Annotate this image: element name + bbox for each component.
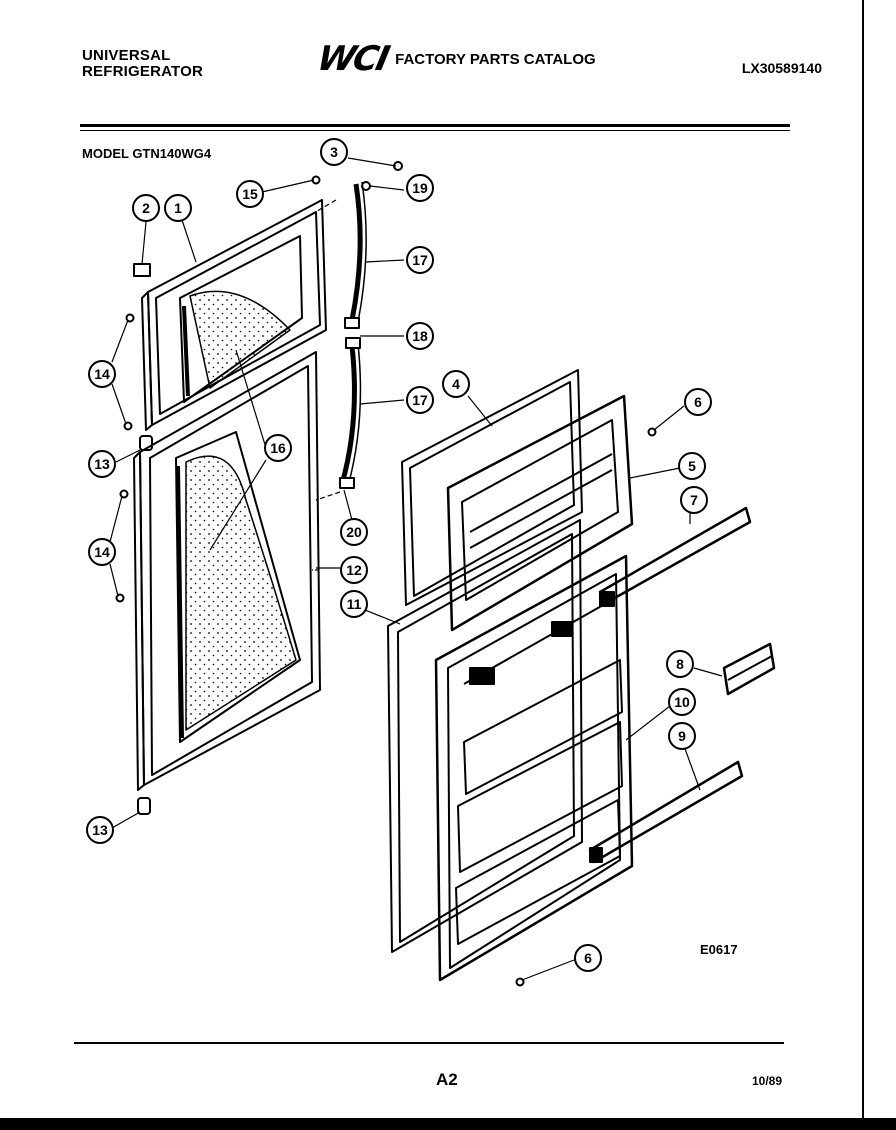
fresh-food-gasket xyxy=(387,519,583,953)
svg-text:6: 6 xyxy=(694,394,702,410)
callout-10: 10 xyxy=(668,688,696,716)
svg-text:15: 15 xyxy=(242,186,258,202)
hinge-pin xyxy=(133,263,151,277)
callout-6-upper: 6 xyxy=(684,388,712,416)
svg-text:3: 3 xyxy=(330,144,338,160)
header-rule-thin xyxy=(80,130,790,131)
svg-text:4: 4 xyxy=(452,376,460,392)
fresh-food-door-panel xyxy=(434,554,634,982)
callout-14-upper: 14 xyxy=(88,360,116,388)
svg-text:12: 12 xyxy=(346,562,362,578)
callout-18: 18 xyxy=(406,322,434,350)
page-number: A2 xyxy=(436,1070,458,1089)
callout-17-upper: 17 xyxy=(406,246,434,274)
freezer-insulation xyxy=(189,290,291,389)
svg-text:13: 13 xyxy=(92,822,108,838)
svg-text:14: 14 xyxy=(94,544,110,560)
fresh-food-insulation xyxy=(185,455,297,731)
svg-text:18: 18 xyxy=(412,328,428,344)
svg-text:8: 8 xyxy=(676,656,684,672)
footer-rule xyxy=(74,1042,784,1044)
handle-lower xyxy=(339,343,362,487)
callout-13-lower: 13 xyxy=(86,816,114,844)
svg-text:1: 1 xyxy=(174,200,182,216)
svg-text:20: 20 xyxy=(346,524,362,540)
svg-text:2: 2 xyxy=(142,200,150,216)
callout-17-lower: 17 xyxy=(406,386,434,414)
callout-4: 4 xyxy=(442,370,470,398)
callout-1: 1 xyxy=(164,194,192,222)
fresh-food-door-outer xyxy=(133,351,321,791)
callout-5: 5 xyxy=(678,452,706,480)
handle-upper xyxy=(349,181,367,323)
doc-number: LX30589140 xyxy=(741,60,822,76)
shelf-rail-lower xyxy=(588,760,744,864)
callout-6-lower: 6 xyxy=(574,944,602,972)
svg-text:10: 10 xyxy=(674,694,690,710)
brand-name: UNIVERSAL REFRIGERATOR xyxy=(82,48,203,80)
freezer-door-liner xyxy=(179,235,303,403)
svg-text:19: 19 xyxy=(412,180,428,196)
callout-19: 19 xyxy=(406,174,434,202)
callout-2: 2 xyxy=(132,194,160,222)
svg-text:11: 11 xyxy=(347,596,362,612)
door-stop xyxy=(137,797,151,815)
callout-15: 15 xyxy=(236,180,264,208)
catalog-date: 10/89 xyxy=(752,1074,783,1088)
svg-text:6: 6 xyxy=(584,950,592,966)
callout-7: 7 xyxy=(680,486,708,514)
svg-text:13: 13 xyxy=(94,456,110,472)
callout-12: 12 xyxy=(340,556,368,584)
leader-lines xyxy=(109,157,723,981)
svg-text:16: 16 xyxy=(270,440,286,456)
model-label: MODEL GTN140WG4 xyxy=(82,146,212,161)
brand-line-1: UNIVERSAL xyxy=(82,47,171,64)
callout-13-upper: 13 xyxy=(88,450,116,478)
svg-text:17: 17 xyxy=(412,252,428,268)
callout-11: 11 xyxy=(340,590,368,618)
svg-text:14: 14 xyxy=(94,366,110,382)
svg-text:17: 17 xyxy=(412,392,428,408)
callout-20: 20 xyxy=(340,518,368,546)
page-edge xyxy=(862,0,896,1118)
callout-9: 9 xyxy=(668,722,696,750)
callout-16: 16 xyxy=(264,434,292,462)
callout-3: 3 xyxy=(320,138,348,166)
callout-14-lower: 14 xyxy=(88,538,116,566)
figure-code: E0617 xyxy=(700,942,738,957)
screw xyxy=(125,313,135,323)
svg-text:5: 5 xyxy=(688,458,696,474)
catalog-title: FACTORY PARTS CATALOG xyxy=(395,50,596,68)
exploded-parts-diagram: 3 15 19 2 1 17 18 14 4 17 6 16 13 5 7 20… xyxy=(86,138,776,987)
logo-block: WCI FACTORY PARTS CATALOG xyxy=(314,39,596,79)
callout-8: 8 xyxy=(666,650,694,678)
header-rule xyxy=(80,124,790,127)
brand-line-2: REFRIGERATOR xyxy=(82,63,204,80)
svg-text:7: 7 xyxy=(690,492,698,508)
freezer-door-outer xyxy=(141,199,327,431)
freezer-door-panel xyxy=(446,394,634,632)
freezer-gasket xyxy=(401,369,583,606)
svg-text:9: 9 xyxy=(678,728,686,744)
shelf-rail-upper xyxy=(598,506,752,607)
dairy-bin xyxy=(722,642,776,696)
